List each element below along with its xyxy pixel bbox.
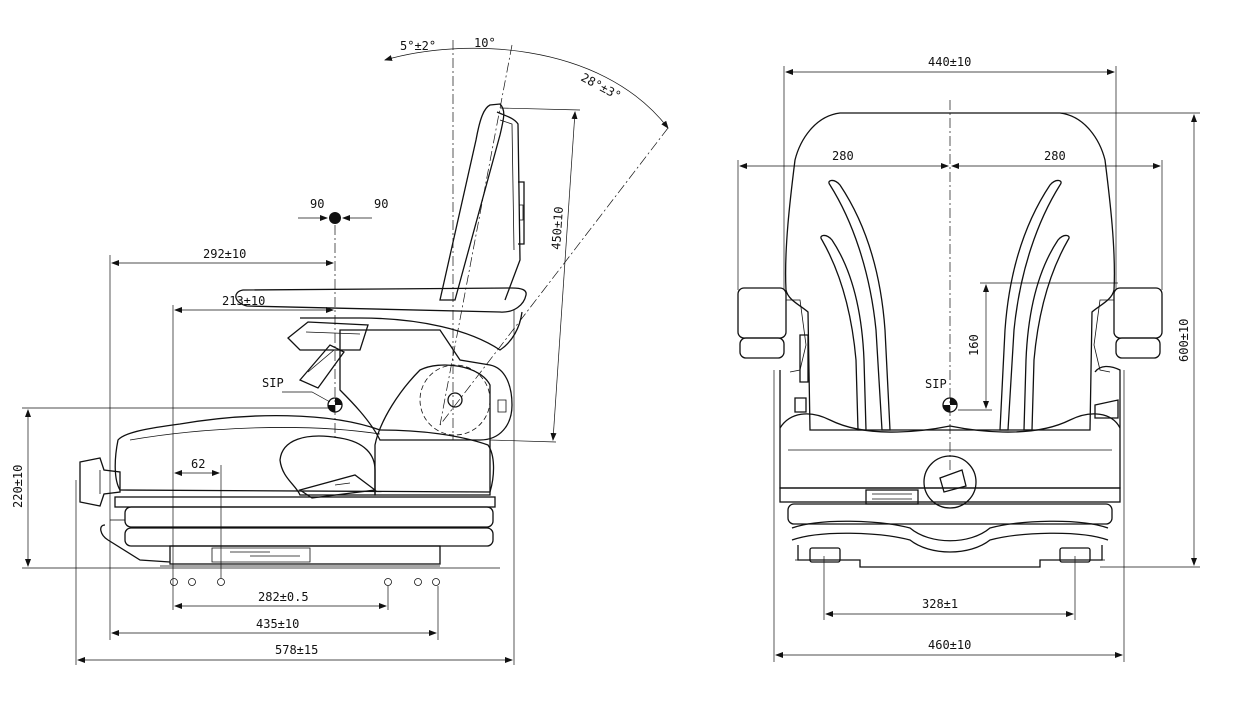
dim-back-height-label: 450±10 [549, 206, 566, 250]
dim-overall-width: 460±10 [773, 370, 1125, 662]
front-sip-label: SIP [925, 377, 947, 391]
dim-overall-height: 600±10 [1060, 112, 1200, 568]
front-view: SIP 440±10 280 280 160 [737, 55, 1200, 662]
dim-overall-depth-label: 578±15 [275, 643, 318, 657]
dim-back-height: 450±10 [489, 107, 581, 443]
dim-rail-pitch-label: 282±0.5 [258, 590, 309, 604]
dim-half-widths: 280 280 [737, 149, 1163, 290]
side-seat-cushion [114, 414, 495, 499]
side-centerline-back [439, 44, 513, 426]
front-armrest-right [1093, 287, 1163, 373]
dim-back-width: 440±10 [783, 55, 1117, 290]
front-suspension [779, 487, 1121, 568]
side-angle-back: 10° [474, 36, 496, 50]
side-armrest-adjust: 90 90 [298, 197, 388, 224]
side-angle-arc [384, 47, 669, 129]
side-adjust-knob [79, 457, 121, 507]
dim-overall-height-label: 600±10 [1177, 319, 1191, 362]
side-suspension [100, 496, 496, 567]
side-centerline-recline [439, 127, 669, 426]
dim-rail-spacing: 328±1 [823, 556, 1076, 620]
dim-sip-height-label: 160 [967, 334, 981, 356]
dim-armrest-pad: 213±10 [172, 294, 334, 610]
side-adjust-left: 90 [310, 197, 324, 211]
dim-half-right-label: 280 [1044, 149, 1066, 163]
dim-armrest-to-back: 292±10 [109, 247, 334, 640]
dim-base-length-label: 435±10 [256, 617, 299, 631]
dim-offset-62-label: 62 [191, 457, 205, 471]
side-lever [298, 344, 345, 389]
dim-seat-height-label: 220±10 [11, 465, 25, 508]
dim-seat-height: 220±10 [11, 407, 500, 569]
side-adjust-right: 90 [374, 197, 388, 211]
side-rail-holes [170, 578, 440, 586]
side-sip-label: SIP [262, 376, 284, 390]
dim-armrest-pad-label: 213±10 [222, 294, 265, 308]
dim-offset-62: 62 [174, 457, 222, 578]
side-backrest [439, 103, 525, 301]
dim-rail-spacing-label: 328±1 [922, 597, 958, 611]
dim-base-length: 435±10 [111, 586, 439, 640]
front-sip-marker: SIP [925, 377, 958, 413]
dim-armrest-to-back-label: 292±10 [203, 247, 246, 261]
side-view: SIP 5°±2° 10° 28°±3° 90 90 292±10 [11, 36, 669, 665]
side-armrest [235, 287, 527, 351]
front-armrest-left [737, 287, 809, 383]
side-sip-marker: SIP [262, 376, 343, 413]
dim-overall-depth: 578±15 [75, 310, 515, 665]
dim-half-left-label: 280 [832, 149, 854, 163]
side-angle-recline: 5°±2° [400, 39, 436, 53]
dim-rail-pitch: 282±0.5 [174, 586, 389, 610]
dim-overall-width-label: 460±10 [928, 638, 971, 652]
side-mechanism [339, 329, 513, 496]
dim-back-width-label: 440±10 [928, 55, 971, 69]
dim-sip-height: 160 [958, 282, 1118, 411]
